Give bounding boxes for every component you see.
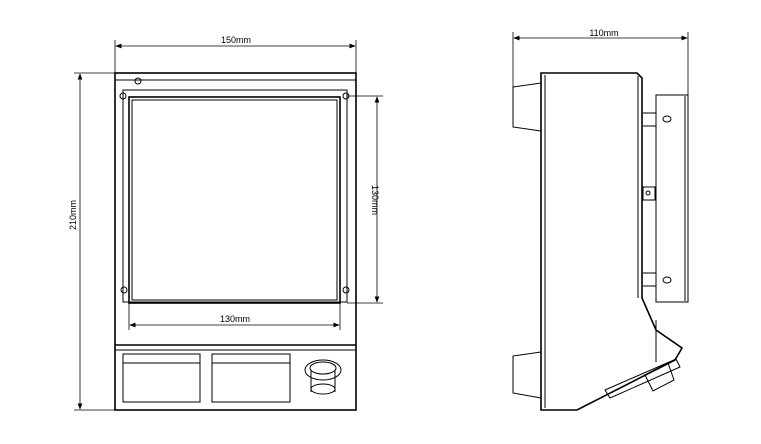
display-window-right — [211, 353, 291, 403]
mount-bracket — [655, 94, 689, 303]
mount-hole — [134, 77, 142, 85]
front-outline — [114, 72, 357, 411]
screen — [128, 96, 341, 304]
side-view — [512, 72, 689, 411]
knob-icon — [304, 359, 342, 395]
screen-height-label: 130mm — [370, 185, 380, 215]
front-view: 150mm 210mm 130mm 130mm — [68, 35, 383, 411]
bezel — [122, 89, 348, 303]
width-label: 150mm — [221, 35, 251, 45]
lower-foot — [512, 351, 542, 399]
display-window-left — [122, 353, 201, 403]
mount-hole — [119, 92, 127, 100]
upper-foot — [512, 82, 542, 132]
side-body — [540, 72, 684, 411]
height-label: 210mm — [68, 200, 78, 230]
mount-hole — [120, 286, 128, 294]
depth-label: 110mm — [589, 28, 618, 38]
mount-hole — [342, 286, 350, 294]
screen-width-label: 130mm — [220, 314, 250, 324]
